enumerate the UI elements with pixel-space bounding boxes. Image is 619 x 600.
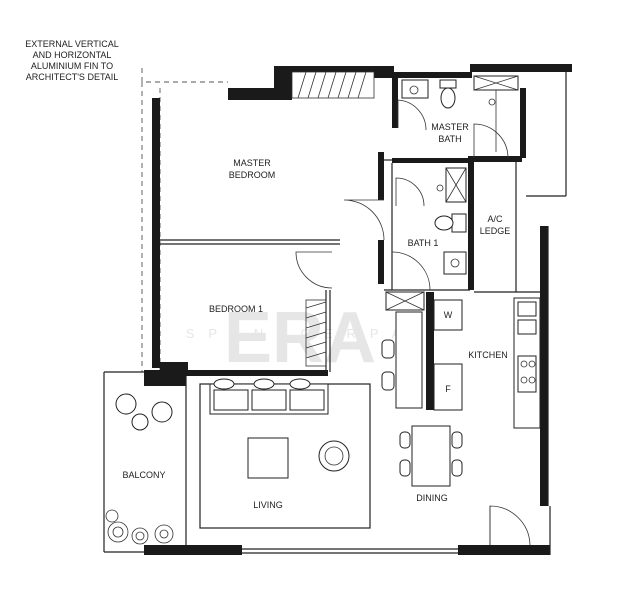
watermark-text: SPENNCERPA: [186, 326, 415, 341]
doors: [295, 99, 531, 546]
dining-table: [411, 425, 451, 487]
door-master-bedroom: [343, 199, 385, 241]
label-master-bath-2: BATH: [438, 134, 461, 144]
dining-set: [381, 311, 463, 487]
label-master-bedroom-1: MASTER: [233, 158, 271, 168]
annotation-line-3: ALUMINIUM FIN TO: [31, 61, 113, 71]
basin-master: [401, 79, 429, 99]
label-master-bath-1: MASTER: [431, 122, 469, 132]
label-ac-ledge-1: A/C: [487, 214, 503, 224]
door-ac: [473, 123, 509, 159]
door-main: [489, 505, 531, 546]
wardrobe-master: [291, 71, 375, 99]
annotation-line-4: ARCHITECT'S DETAIL: [26, 72, 119, 82]
wardrobe-bedroom1: [305, 299, 327, 367]
basin-bath1: [443, 251, 467, 275]
watermark: ERA SPENNCERPA: [186, 298, 415, 378]
toilet-master: [440, 87, 456, 109]
label-kitchen: KITCHEN: [468, 350, 508, 360]
door-bath1: [395, 177, 425, 207]
washer-box: [433, 299, 463, 331]
label-balcony: BALCONY: [122, 470, 165, 480]
label-ac-ledge-2: LEDGE: [480, 226, 511, 236]
annotation-line-2: AND HORIZONTAL: [33, 50, 112, 60]
fridge-box: [433, 363, 463, 411]
sink-1: [517, 301, 537, 317]
plant-4: [105, 509, 119, 523]
master-bath-fixtures: [401, 75, 519, 152]
label-dining: DINING: [416, 493, 448, 503]
door-master-bath: [397, 99, 427, 131]
coffee-table: [247, 437, 289, 479]
bath1-fixtures: [434, 167, 467, 275]
balcony-furniture: [105, 393, 174, 545]
plant-3: [154, 524, 174, 544]
plant-1: [107, 521, 129, 543]
toilet-master-tank: [439, 79, 457, 89]
label-washer: W: [444, 310, 453, 320]
annotation-note: EXTERNAL VERTICAL AND HORIZONTAL ALUMINI…: [25, 39, 119, 82]
walls: [144, 64, 572, 555]
toilet-bath1-tank: [451, 213, 467, 233]
annotation-line-1: EXTERNAL VERTICAL: [25, 39, 119, 49]
label-bedroom1: BEDROOM 1: [209, 304, 263, 314]
label-bath1: BATH 1: [408, 238, 439, 248]
kitchen-fixtures: [385, 291, 541, 429]
door-bedroom1: [295, 251, 333, 289]
label-fridge: F: [445, 384, 451, 394]
armchair: [318, 440, 350, 472]
plant-2: [131, 527, 149, 545]
living-furniture: [199, 378, 371, 529]
label-living: LIVING: [253, 500, 283, 510]
door-bath1-lower: [391, 251, 431, 291]
kitchen-island: [395, 311, 423, 409]
label-master-bedroom-2: BEDROOM: [229, 170, 276, 180]
toilet-bath1: [434, 215, 454, 231]
watermark-logo: ERA: [224, 298, 376, 378]
sink-2: [517, 319, 537, 335]
